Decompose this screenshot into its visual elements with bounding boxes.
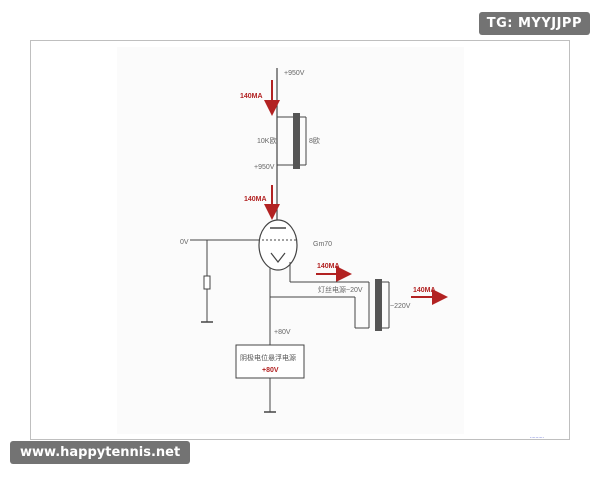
label-r-8: 8欧	[309, 136, 320, 145]
corner-mark: ..........	[530, 434, 544, 440]
floating-supply-box	[235, 344, 305, 379]
label-filament: 灯丝电源~20V	[318, 285, 363, 294]
label-ac220: ~220V	[390, 303, 411, 310]
label-current-mid: 140MA	[244, 196, 267, 203]
label-current-filament: 140MA	[317, 263, 340, 270]
label-r-10k: 10K欧	[257, 136, 276, 145]
label-plus950-top: +950V	[284, 70, 305, 77]
label-zero-v: 0V	[180, 239, 189, 246]
watermark-bottom: www.happytennis.net	[10, 441, 191, 464]
output-transformer-core	[293, 113, 300, 169]
supply-box-title: 阴极电位悬浮电源	[240, 353, 296, 362]
supply-box-value: +80V	[262, 367, 279, 374]
label-tube: Gm70	[313, 241, 332, 248]
label-plus950-mid: +950V	[254, 164, 275, 171]
tube-filament	[270, 252, 286, 263]
label-current-right: 140MA	[413, 287, 436, 294]
vacuum-tube-envelope	[258, 219, 298, 271]
watermark-top: TG: MYYJJPP	[478, 12, 590, 35]
label-current-top: 140MA	[240, 93, 263, 100]
grid-resistor	[203, 275, 211, 290]
label-plus80: +80V	[274, 329, 291, 336]
filament-transformer-core	[375, 279, 382, 331]
